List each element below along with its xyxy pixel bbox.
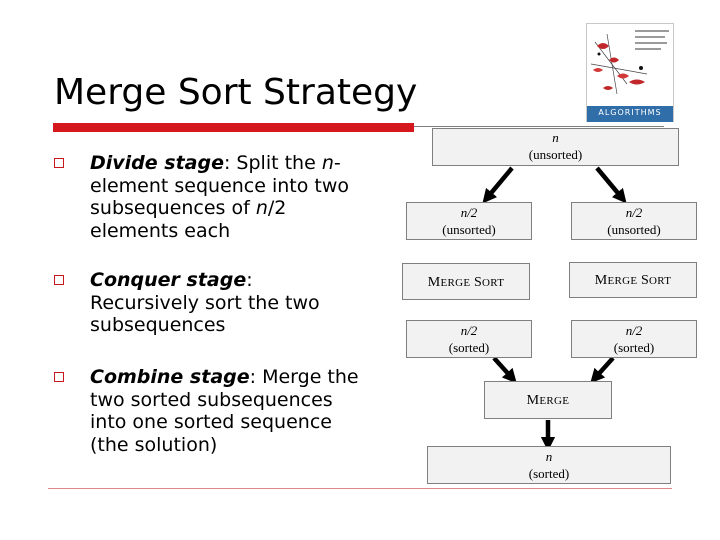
box-label: (unsorted) — [442, 222, 496, 237]
bullet-line: into one sorted sequence — [90, 411, 332, 433]
bullet-marker — [54, 372, 64, 382]
box-var: n/2 — [460, 205, 478, 220]
box-right-unsorted: n/2 (unsorted) — [571, 202, 697, 240]
arrow-top-to-right — [595, 166, 627, 204]
bottom-divider — [48, 488, 672, 489]
arrow-top-to-left — [482, 166, 514, 204]
title-underline-thin — [414, 126, 664, 127]
bullet-line: subsequences of n/2 — [90, 197, 287, 219]
box-left-sorted: n/2 (sorted) — [406, 320, 532, 358]
box-label: (unsorted) — [607, 222, 661, 237]
book-cover-art — [587, 24, 673, 106]
box-left-unsorted: n/2 (unsorted) — [406, 202, 532, 240]
bullet-line: (the solution) — [90, 433, 218, 456]
bullet-marker — [54, 158, 64, 168]
bullet-term: Conquer stage — [90, 269, 247, 291]
slide-title: Merge Sort Strategy — [54, 72, 418, 113]
box-var: n/2 — [625, 323, 643, 338]
arrow-right-sorted-to-merge — [590, 356, 615, 384]
bullet-term: Divide stage — [90, 152, 224, 174]
box-label: (sorted) — [448, 340, 490, 355]
bullet-line: element sequence into two — [90, 174, 350, 197]
bullet-first-line: : Split the n- — [223, 152, 341, 174]
box-var: n — [545, 449, 553, 464]
box-result-sorted: n (sorted) — [427, 446, 671, 484]
bullet-marker — [54, 275, 64, 285]
box-left-merge-sort: MERGE SORT — [402, 263, 530, 300]
bullet-term: Combine stage — [90, 366, 250, 388]
book-cover-band — [587, 106, 673, 122]
arrow-left-sorted-to-merge — [492, 356, 517, 384]
title-underline-red — [53, 123, 414, 132]
box-right-sorted: n/2 (sorted) — [571, 320, 697, 358]
book-cover-title: ALGORITHMS — [598, 108, 662, 117]
box-var: n/2 — [460, 323, 478, 338]
bullet-first-line: : — [246, 269, 253, 291]
box-label: (unsorted) — [528, 147, 583, 162]
bullet-first-line: : Merge the — [249, 366, 359, 388]
box-var: n/2 — [625, 205, 643, 220]
box-merge: MERGE — [484, 381, 612, 419]
box-label: (sorted) — [528, 466, 570, 481]
box-var: n — [552, 130, 559, 145]
bullet-line: two sorted subsequences — [90, 388, 333, 411]
box-top-unsorted: n (unsorted) — [432, 128, 679, 166]
box-label: (sorted) — [613, 340, 655, 355]
bullet-line: Recursively sort the two — [90, 291, 320, 314]
bullet-line: elements each — [90, 219, 231, 242]
bullet-line: subsequences — [90, 314, 226, 336]
book-cover-image: ALGORITHMS — [586, 23, 674, 122]
box-right-merge-sort: MERGE SORT — [569, 262, 697, 298]
